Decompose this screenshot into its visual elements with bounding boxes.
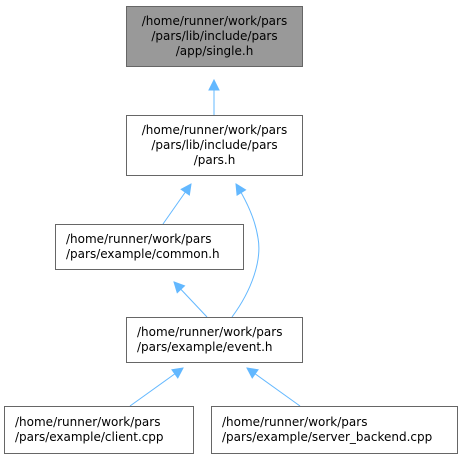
node-single-h-line-3: /app/single.h [175, 44, 254, 58]
node-client-cpp-line-2: /pars/example/client.cpp [15, 430, 164, 444]
edge-common-h-to-pars-h [162, 184, 191, 225]
node-single-h[interactable]: /home/runner/work/pars /pars/lib/include… [126, 6, 303, 67]
node-single-h-line-2: /pars/lib/include/pars [151, 29, 278, 43]
node-event-h-line-2: /pars/example/event.h [137, 340, 273, 354]
edge-server-backend-cpp-to-event-h [247, 368, 301, 407]
node-server-backend-cpp-line-1: /home/runner/work/pars [222, 415, 368, 429]
node-event-h-line-1: /home/runner/work/pars [137, 325, 283, 339]
node-server-backend-cpp-line-2: /pars/example/server_backend.cpp [222, 430, 433, 444]
node-pars-h-line-2: /pars/lib/include/pars [151, 138, 278, 152]
node-common-h-line-2: /pars/example/common.h [66, 247, 220, 261]
node-common-h-line-1: /home/runner/work/pars [66, 232, 212, 246]
node-server-backend-cpp[interactable]: /home/runner/work/pars /pars/example/ser… [211, 406, 458, 454]
node-pars-h-line-1: /home/runner/work/pars [141, 123, 288, 137]
edge-event-h-to-common-h [174, 282, 208, 318]
node-client-cpp[interactable]: /home/runner/work/pars /pars/example/cli… [4, 406, 194, 454]
edge-client-cpp-to-event-h [129, 368, 183, 407]
node-client-cpp-line-1: /home/runner/work/pars [15, 415, 161, 429]
edge-event-h-to-pars-h [231, 184, 260, 318]
node-common-h[interactable]: /home/runner/work/pars /pars/example/com… [55, 224, 244, 270]
node-pars-h[interactable]: /home/runner/work/pars /pars/lib/include… [126, 115, 303, 176]
node-single-h-line-1: /home/runner/work/pars [141, 14, 288, 28]
node-event-h[interactable]: /home/runner/work/pars /pars/example/eve… [126, 317, 303, 363]
node-pars-h-line-3: /pars.h [193, 153, 236, 167]
